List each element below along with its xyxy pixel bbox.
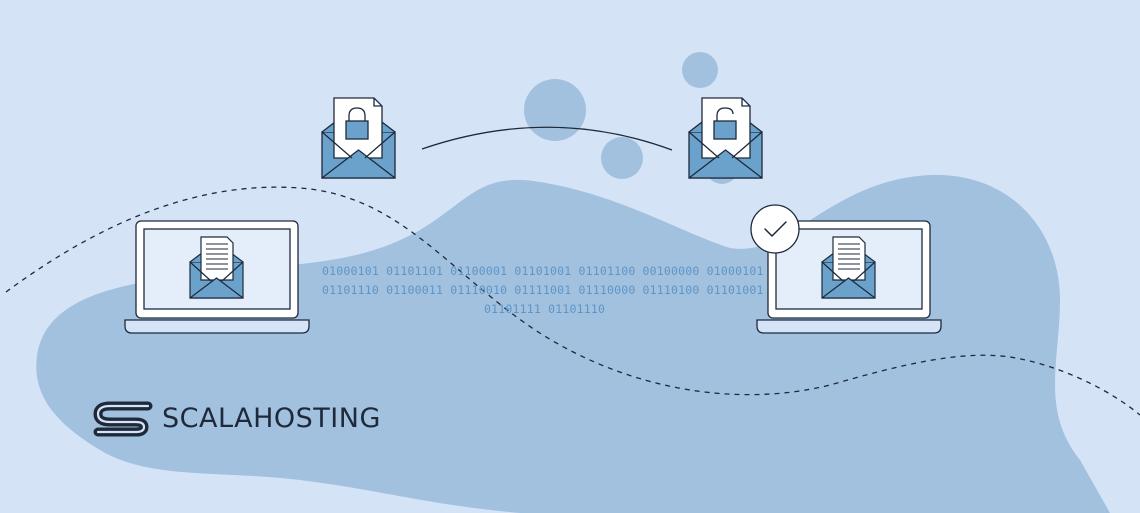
sender-laptop-icon [124, 220, 310, 334]
dashed-wave [5, 186, 1140, 416]
check-circle-icon [750, 204, 800, 254]
decor-circle-small [601, 137, 643, 179]
binary-text-line-1: 01000101 01101101 01100001 01101001 0110… [322, 264, 764, 278]
mail-document-icon [189, 236, 244, 299]
binary-text-line-2: 01101110 01100011 01110010 01111001 0111… [322, 283, 764, 297]
receiver-laptop-icon [756, 220, 942, 334]
brand-name: SCALAHOSTING [162, 402, 381, 434]
decor-circle-top [682, 52, 718, 88]
binary-text-line-3: 01101111 01101110 [484, 302, 606, 316]
transmission-arc [421, 126, 673, 151]
unlocked-envelope-icon [688, 97, 763, 184]
brand-logo: SCALAHOSTING [92, 396, 381, 440]
locked-envelope-icon [321, 97, 396, 179]
mail-document-icon [821, 236, 876, 299]
scalahosting-s-logo-icon [93, 401, 153, 437]
decor-circle-large [524, 79, 586, 141]
